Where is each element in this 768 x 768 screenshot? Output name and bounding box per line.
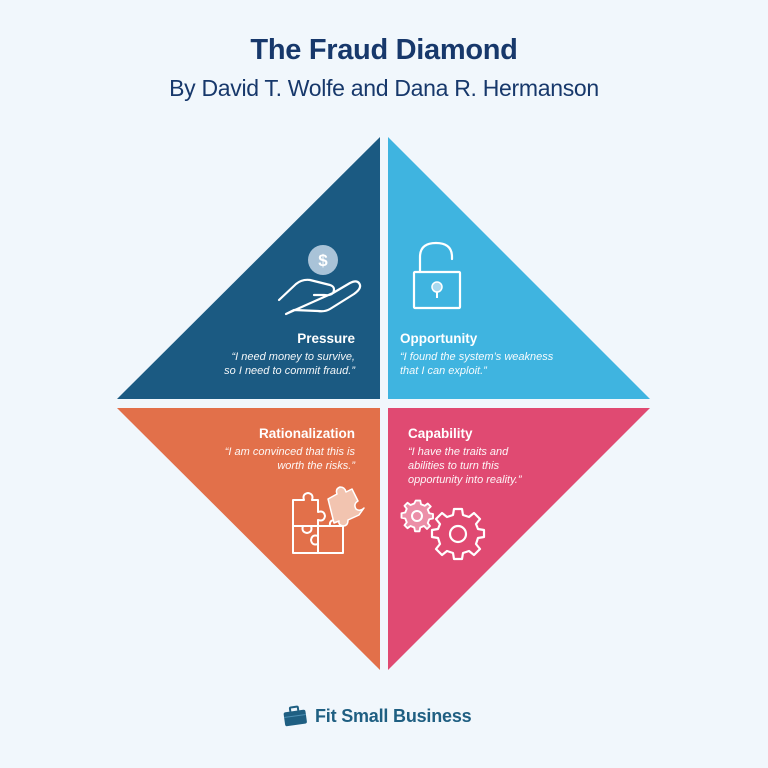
pressure-quote-line-1: “I need money to survive, <box>231 351 355 363</box>
opportunity-quadrant <box>388 137 650 399</box>
capability-label: Capability <box>408 426 473 441</box>
capability-quote-line-3: opportunity into reality.” <box>408 474 522 486</box>
page-subtitle: By David T. Wolfe and Dana R. Hermanson <box>169 75 599 101</box>
rationalization-label: Rationalization <box>258 426 355 441</box>
page-title: The Fraud Diamond <box>250 34 518 66</box>
hand-holding-coin-icon: $ <box>277 245 362 316</box>
capability-quote-line-1: “I have the traits and <box>408 446 509 458</box>
pressure-quote-line-2: so I need to commit fraud.” <box>224 365 355 377</box>
gears-icon <box>400 499 486 561</box>
unlocked-padlock-icon <box>412 241 462 310</box>
capability-quadrant <box>388 408 650 670</box>
briefcase-icon <box>283 705 307 727</box>
pressure-label: Pressure <box>297 331 355 346</box>
brand-name: Fit Small Business <box>315 705 472 726</box>
rationalization-quadrant <box>117 408 380 670</box>
rationalization-quote-line-1: “I am convinced that this is <box>224 446 355 458</box>
svg-text:$: $ <box>318 251 328 270</box>
opportunity-label: Opportunity <box>400 331 478 346</box>
rationalization-quote-line-2: worth the risks.” <box>277 460 355 472</box>
opportunity-quote-line-1: “I found the system’s weakness <box>400 351 554 363</box>
pressure-quadrant <box>117 137 380 399</box>
opportunity-quote-line-2: that I can exploit.” <box>400 365 487 377</box>
puzzle-pieces-icon <box>292 486 365 554</box>
capability-quote-line-2: abilities to turn this <box>408 460 500 472</box>
brand-logo: Fit Small Business <box>282 705 472 727</box>
